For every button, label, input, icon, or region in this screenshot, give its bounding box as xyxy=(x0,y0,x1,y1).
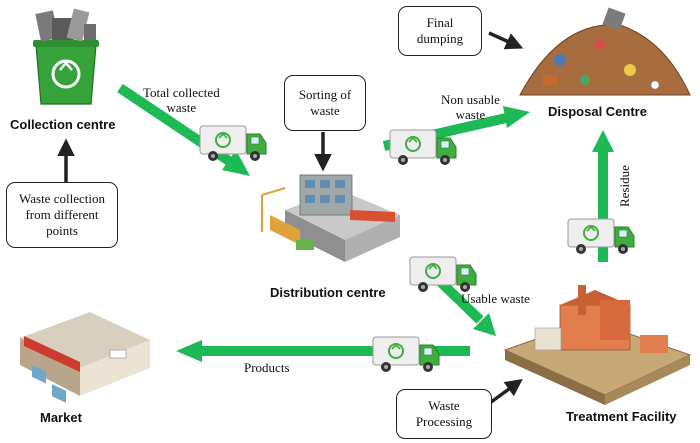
flow-label-non-usable: Non usable waste xyxy=(441,92,500,122)
arrow-final-dumping xyxy=(488,31,524,50)
note-waste-processing: Waste Processing xyxy=(396,389,492,439)
dump-pile-icon xyxy=(519,7,691,96)
disposal-centre-label: Disposal Centre xyxy=(548,104,647,119)
garbage-truck-icon xyxy=(372,336,440,373)
flow-label-usable: Usable waste xyxy=(461,291,530,306)
note-waste-collection: Waste collection from different points xyxy=(6,182,118,248)
treatment-facility-icon xyxy=(503,285,692,405)
note-final-dumping: Final dumping xyxy=(398,6,482,56)
flow-label-total-collected: Total collected waste xyxy=(143,85,220,115)
collection-centre-label: Collection centre xyxy=(10,117,116,132)
note-sorting: Sorting of waste xyxy=(284,75,366,131)
flow-label-residue: Residue xyxy=(617,165,632,207)
distribution-building-icon xyxy=(261,174,400,262)
distribution-centre-label: Distribution centre xyxy=(270,285,386,300)
arrow-waste-processing xyxy=(485,378,523,407)
recycle-bin-icon xyxy=(33,8,99,105)
market-shop-icon xyxy=(20,312,150,403)
treatment-facility-label: Treatment Facility xyxy=(566,409,677,424)
flow-label-products: Products xyxy=(244,360,290,375)
market-label: Market xyxy=(40,410,82,425)
